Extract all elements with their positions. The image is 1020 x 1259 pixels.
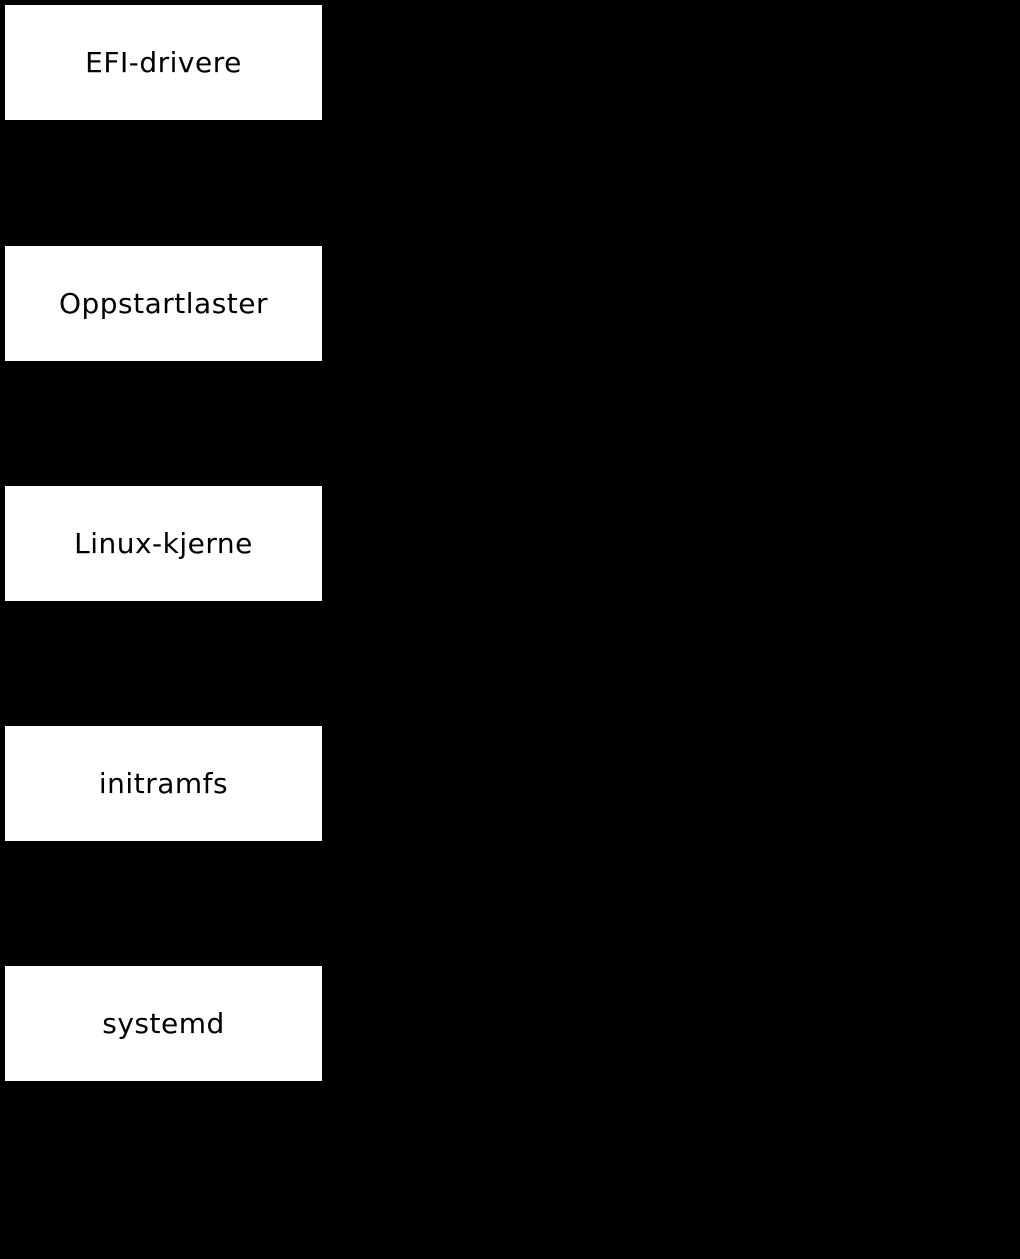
node-oppstartlaster: Oppstartlaster [5,246,322,361]
node-linux-kjerne-label: Linux-kjerne [74,526,253,560]
node-systemd: systemd [5,966,322,1081]
node-systemd-label: systemd [102,1006,225,1040]
node-efi-drivere: EFI-drivere [5,5,322,120]
node-efi-drivere-label: EFI-drivere [85,45,242,79]
node-initramfs: initramfs [5,726,322,841]
node-initramfs-label: initramfs [98,766,229,800]
node-linux-kjerne: Linux-kjerne [5,486,322,601]
node-oppstartlaster-label: Oppstartlaster [58,286,269,320]
